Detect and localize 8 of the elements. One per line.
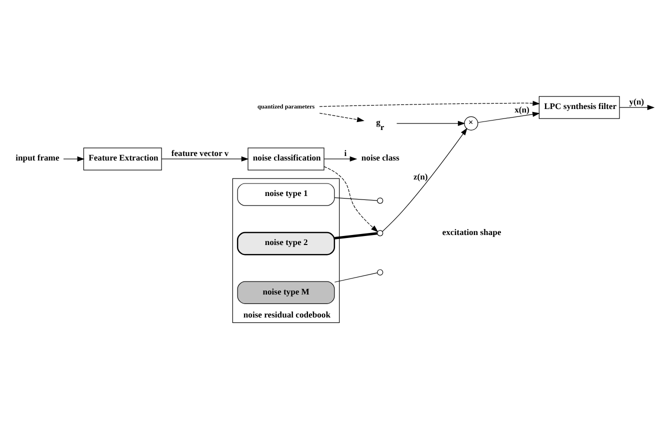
edge-label: feature vector v [171,148,229,158]
label: excitation shape [442,226,502,236]
edge-label: x(n) [514,104,530,114]
edge-label: z(n) [414,170,428,181]
node-text: input frame [16,152,60,162]
node-text: noise class [361,152,400,162]
edge-label: i [344,148,347,158]
edge-label: y(n) [629,96,644,106]
